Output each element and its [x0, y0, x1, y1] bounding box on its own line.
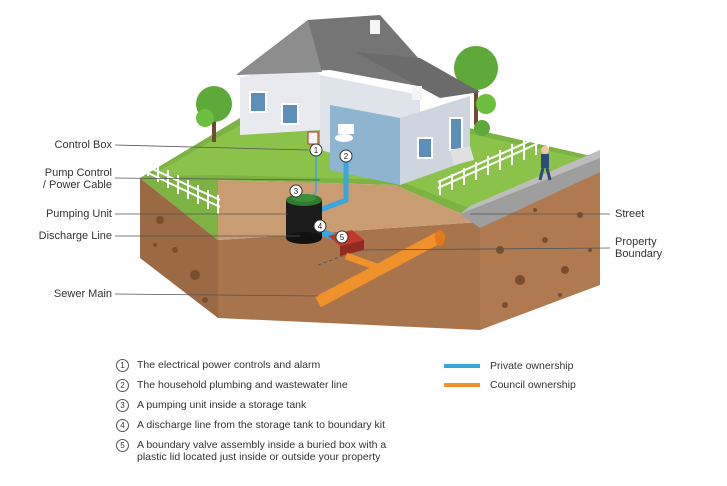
- council-swatch: [444, 383, 480, 387]
- leader-lines: [114, 144, 611, 297]
- svg-text:5: 5: [340, 233, 345, 242]
- toilet-icon: [335, 124, 354, 142]
- house-icon: [236, 15, 480, 185]
- legend-text: A pumping unit inside a storage tank: [137, 399, 307, 411]
- legend-text: The household plumbing and wastewater li…: [137, 379, 348, 391]
- legend-text: A discharge line from the storage tank t…: [137, 419, 386, 431]
- label-property-boundary: Property Boundary: [615, 236, 662, 260]
- legend-number: 1: [116, 359, 129, 372]
- numbered-legend: 1 The electrical power controls and alar…: [116, 359, 416, 470]
- marker-2: 2: [339, 149, 353, 163]
- svg-text:3: 3: [294, 187, 299, 196]
- soil-cut-back: [218, 180, 480, 240]
- legend-text-block: A boundary valve assembly inside a burie…: [137, 439, 386, 463]
- fence-right: [437, 128, 551, 195]
- legend-number: 5: [116, 439, 129, 452]
- legend-item-4: 4 A discharge line from the storage tank…: [116, 419, 416, 432]
- svg-text:2: 2: [344, 152, 349, 161]
- label-pump-control-line2: / Power Cable: [42, 179, 112, 191]
- legend-item-5: 5 A boundary valve assembly inside a bur…: [116, 439, 416, 463]
- label-pump-control-line1: Pump Control: [44, 167, 112, 179]
- svg-text:1: 1: [314, 146, 319, 155]
- label-discharge-line: Discharge Line: [38, 230, 112, 242]
- fence-left: [145, 160, 221, 214]
- council-label: Council ownership: [490, 379, 576, 391]
- control-box: [307, 131, 319, 145]
- ownership-private: Private ownership: [444, 360, 573, 372]
- label-control-box: Control Box: [54, 139, 112, 151]
- label-property-line2: Boundary: [615, 248, 663, 260]
- legend-text: The electrical power controls and alarm: [137, 359, 321, 371]
- legend-item-1: 1 The electrical power controls and alar…: [116, 359, 416, 372]
- legend-text: A boundary valve assembly inside a burie…: [137, 439, 387, 451]
- private-swatch: [444, 364, 480, 368]
- sewer-system-diagram: 1 2 3 4 5: [114, 15, 611, 330]
- pedestrian-icon: [538, 146, 552, 181]
- street-path: [460, 158, 600, 228]
- label-property-line1: Property: [615, 236, 657, 248]
- legend-item-3: 3 A pumping unit inside a storage tank: [116, 399, 416, 412]
- legend-number: 3: [116, 399, 129, 412]
- marker-3: 3: [289, 184, 303, 198]
- soil-left-face: [140, 178, 218, 318]
- ownership-council: Council ownership: [444, 379, 576, 391]
- marker-4: 4: [313, 219, 327, 233]
- legend-item-2: 2 The household plumbing and wastewater …: [116, 379, 416, 392]
- svg-text:4: 4: [318, 222, 323, 231]
- tree-right-icon: [454, 46, 498, 136]
- sewer-main-end: [435, 230, 445, 246]
- label-sewer-main: Sewer Main: [53, 288, 112, 300]
- label-pump-control: Pump Control / Power Cable: [43, 167, 112, 191]
- marker-1: 1: [309, 143, 323, 157]
- legend-text-continued: plastic lid located just inside or outsi…: [137, 451, 381, 463]
- marker-5: 5: [335, 230, 349, 244]
- label-street: Street: [615, 208, 645, 220]
- street-path-top: [460, 150, 600, 214]
- soil-spots: [153, 208, 592, 308]
- label-pumping-unit: Pumping Unit: [45, 208, 112, 220]
- pumping-unit: [286, 194, 322, 244]
- legend-number: 2: [116, 379, 129, 392]
- private-label: Private ownership: [490, 360, 574, 372]
- legend-number: 4: [116, 419, 129, 432]
- council-pipes: [315, 232, 441, 308]
- tree-left-icon: [196, 86, 232, 142]
